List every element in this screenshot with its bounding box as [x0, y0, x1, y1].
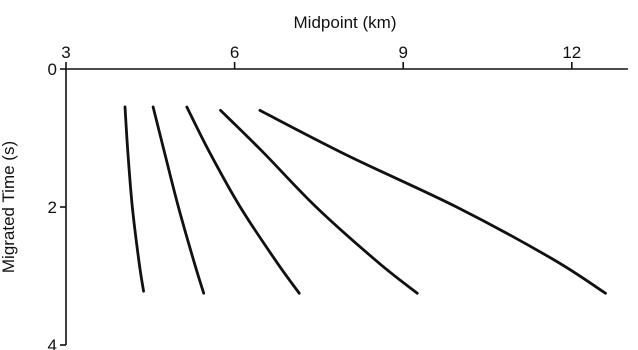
- series-line-1: [123, 105, 145, 293]
- series-line-5: [258, 109, 607, 295]
- x-tick-label: 6: [230, 43, 239, 62]
- y-tick-label: 2: [48, 198, 57, 217]
- y-tick-label: 0: [48, 60, 57, 79]
- series-line-2: [151, 105, 206, 295]
- x-tick-label: 3: [61, 43, 70, 62]
- series-line-3: [185, 105, 301, 295]
- x-tick-label: 9: [398, 43, 407, 62]
- x-tick-label: 12: [562, 43, 581, 62]
- y-tick-label: 4: [48, 336, 57, 350]
- series-line-4: [219, 109, 419, 295]
- x-axis-title: Midpoint (km): [294, 13, 397, 32]
- y-axis-title: Migrated Time (s): [0, 141, 18, 273]
